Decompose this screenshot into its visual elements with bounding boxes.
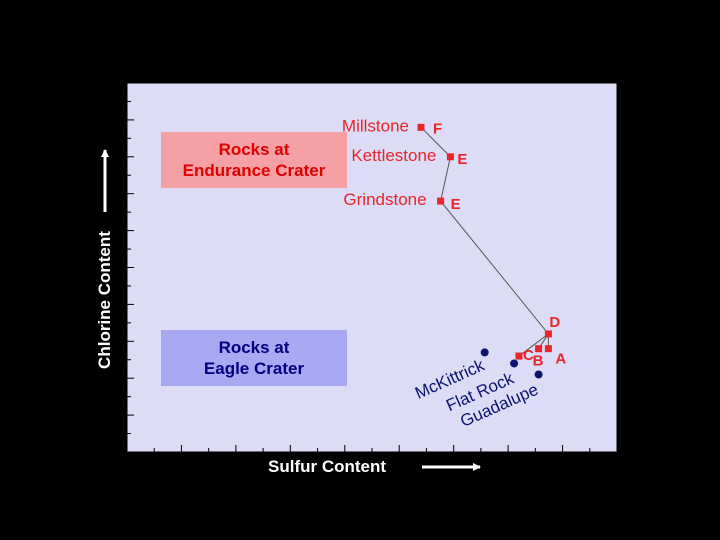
connector-segment	[518, 333, 549, 357]
connecting-line	[420, 126, 549, 335]
endurance-point	[437, 197, 445, 205]
endurance-point-code: C	[523, 347, 534, 364]
eagle-point	[480, 348, 489, 357]
endurance-point-code: B	[533, 353, 544, 370]
endurance-point-code: E	[457, 151, 467, 168]
endurance-point-code: D	[549, 314, 560, 331]
endurance-point-label: Millstone	[342, 116, 409, 135]
x-axis-label: Sulfur Content	[268, 457, 387, 476]
eagle-legend-box: Rocks at Eagle Crater	[161, 330, 347, 386]
endurance-point-code: E	[451, 196, 461, 213]
endurance-legend-line2: Endurance Crater	[182, 161, 326, 180]
endurance-point-code: F	[433, 120, 442, 137]
eagle-point	[534, 370, 543, 379]
endurance-legend-line1: Rocks at	[218, 140, 290, 159]
y-axis-label: Chlorine Content	[95, 231, 114, 369]
eagle-legend-line2: Eagle Crater	[203, 359, 305, 378]
endurance-point-label: Grindstone	[343, 190, 426, 209]
endurance-point	[446, 153, 454, 161]
endurance-point	[417, 123, 425, 131]
endurance-point-code: A	[555, 351, 566, 368]
endurance-point	[535, 345, 543, 353]
endurance-point	[544, 345, 552, 353]
endurance-point-label: Kettlestone	[351, 146, 436, 165]
eagle-point	[510, 359, 519, 368]
endurance-legend-box: Rocks at Endurance Crater	[161, 132, 347, 188]
axis-ticks	[126, 82, 618, 453]
endurance-point	[515, 352, 523, 360]
eagle-legend-line1: Rocks at	[218, 338, 290, 357]
endurance-point	[544, 330, 552, 338]
